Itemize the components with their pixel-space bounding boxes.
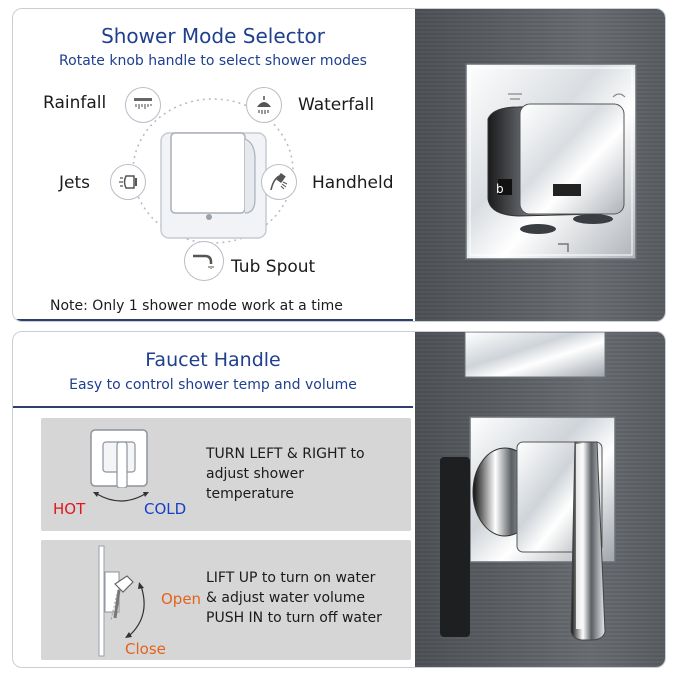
temperature-line-1: TURN LEFT & RIGHT to <box>206 446 365 462</box>
hot-label: HOT <box>53 500 86 518</box>
volume-instructions: LIFT UP to turn on water & adjust water … <box>206 568 382 628</box>
jets-label: Jets <box>59 173 90 193</box>
volume-line-2: & adjust water volume <box>206 590 366 606</box>
faucet-handle-valve-photo <box>440 332 616 641</box>
mode-note: Note: Only 1 shower mode work at a time <box>50 298 343 314</box>
temperature-instructions: TURN LEFT & RIGHT to adjust shower tempe… <box>206 444 365 504</box>
waterfall-label: Waterfall <box>298 95 375 115</box>
close-label: Close <box>125 640 166 658</box>
rotate-arrow-icon <box>93 492 149 502</box>
lift-arrow-icon <box>125 582 145 638</box>
faucet-handle-title: Faucet Handle <box>145 349 281 371</box>
volume-control-box: Open Close LIFT UP to turn on water & ad… <box>41 540 411 660</box>
jets-icon <box>110 164 146 200</box>
shower-mode-subtitle: Rotate knob handle to select shower mode… <box>59 53 367 69</box>
svg-text:b: b <box>496 182 504 196</box>
temperature-line-3: temperature <box>206 486 294 502</box>
open-label: Open <box>161 590 202 608</box>
waterfall-icon <box>246 87 282 123</box>
temperature-control-box: HOT COLD TURN LEFT & RIGHT to adjust sho… <box>41 418 411 531</box>
volume-handle-diagram <box>98 545 134 657</box>
tub-spout-icon <box>184 241 224 281</box>
faucet-handle-panel: Faucet Handle Easy to control shower tem… <box>12 331 666 668</box>
bottom-divider <box>13 406 413 408</box>
handheld-icon <box>261 164 297 200</box>
rainfall-label: Rainfall <box>43 93 107 113</box>
mode-selector-valve-photo: b <box>465 63 637 260</box>
volume-line-1: LIFT UP to turn on water <box>206 570 376 586</box>
temperature-handle-diagram <box>90 429 148 488</box>
top-divider <box>13 319 413 321</box>
shower-mode-title: Shower Mode Selector <box>101 24 325 48</box>
volume-line-3: PUSH IN to turn off water <box>206 610 382 626</box>
faucet-handle-subtitle: Easy to control shower temp and volume <box>69 377 357 393</box>
tub-spout-label: Tub Spout <box>231 257 316 277</box>
rainfall-icon <box>125 87 161 123</box>
shower-mode-panel: b Shower Mode Selector Rotate knob handl… <box>12 8 666 322</box>
handheld-label: Handheld <box>312 173 394 193</box>
temperature-line-2: adjust shower <box>206 466 305 482</box>
cold-label: COLD <box>144 500 187 518</box>
